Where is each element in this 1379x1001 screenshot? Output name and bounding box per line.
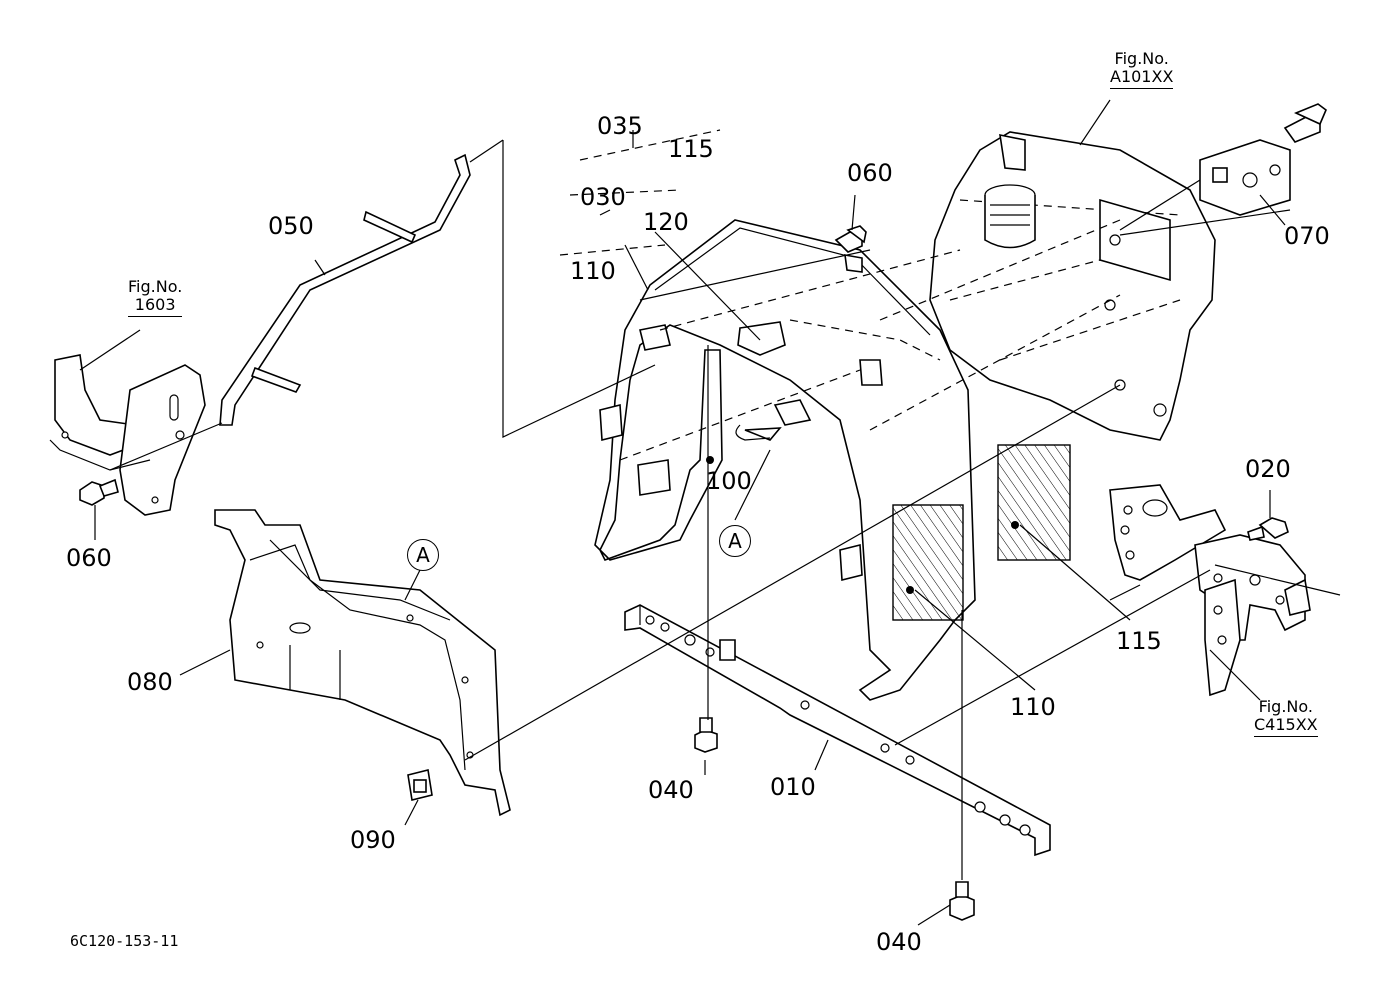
part-label-110-top: 110 [570,257,616,285]
pin-100 [735,424,771,441]
part-label-090: 090 [350,826,396,854]
part-label-110-bottom: 110 [1010,693,1056,721]
callout-a-left: A [407,539,439,571]
part-label-115-right: 115 [1116,627,1162,655]
part-label-060-top: 060 [847,159,893,187]
clip-090 [407,769,433,801]
crossbar-010 [624,604,1051,857]
hood-frame [594,219,1071,701]
bolt-020 [1247,517,1289,541]
figure-ref-1603-head: Fig.No. [128,277,183,296]
stay-050 [219,153,471,426]
part-label-030: 030 [580,183,626,211]
part-label-010: 010 [770,773,816,801]
document-code: 6C120-153-11 [70,932,179,950]
figure-ref-c415xx-head: Fig.No. [1258,697,1313,716]
part-label-035: 035 [597,112,643,140]
bolt-060-top [834,225,867,253]
figure-ref-c415xx: Fig.No. C415XX [1254,697,1318,737]
figure-ref-1603: Fig.No. 1603 [128,277,183,317]
part-label-060-left: 060 [66,544,112,572]
part-label-040-bottom: 040 [876,928,922,956]
figure-ref-a101xx: Fig.No. A101XX [1110,49,1174,89]
part-label-020: 020 [1245,455,1291,483]
side-panel-080 [214,509,511,817]
bracket-070 [1199,103,1327,216]
part-label-080: 080 [127,668,173,696]
fuel-tank [929,131,1216,441]
part-label-115-top: 115 [668,135,714,163]
part-label-070: 070 [1284,222,1330,250]
figure-ref-c415xx-number: C415XX [1254,716,1318,737]
part-label-050: 050 [268,212,314,240]
figure-ref-a101xx-number: A101XX [1110,68,1174,89]
callout-a-center: A [719,525,751,557]
figure-ref-a101xx-head: Fig.No. [1114,49,1169,68]
bolt-040-center [694,717,718,753]
leader-lines [79,99,1341,926]
bolt-060-left [79,478,119,506]
bolt-040-bottom [949,881,975,921]
part-label-120: 120 [643,208,689,236]
bracket-fig-1603 [49,354,206,516]
hinge-brackets-fig-c415 [1109,484,1311,697]
part-label-040-center: 040 [648,776,694,804]
figure-ref-1603-number: 1603 [128,296,183,317]
part-label-100: 100 [706,467,752,495]
